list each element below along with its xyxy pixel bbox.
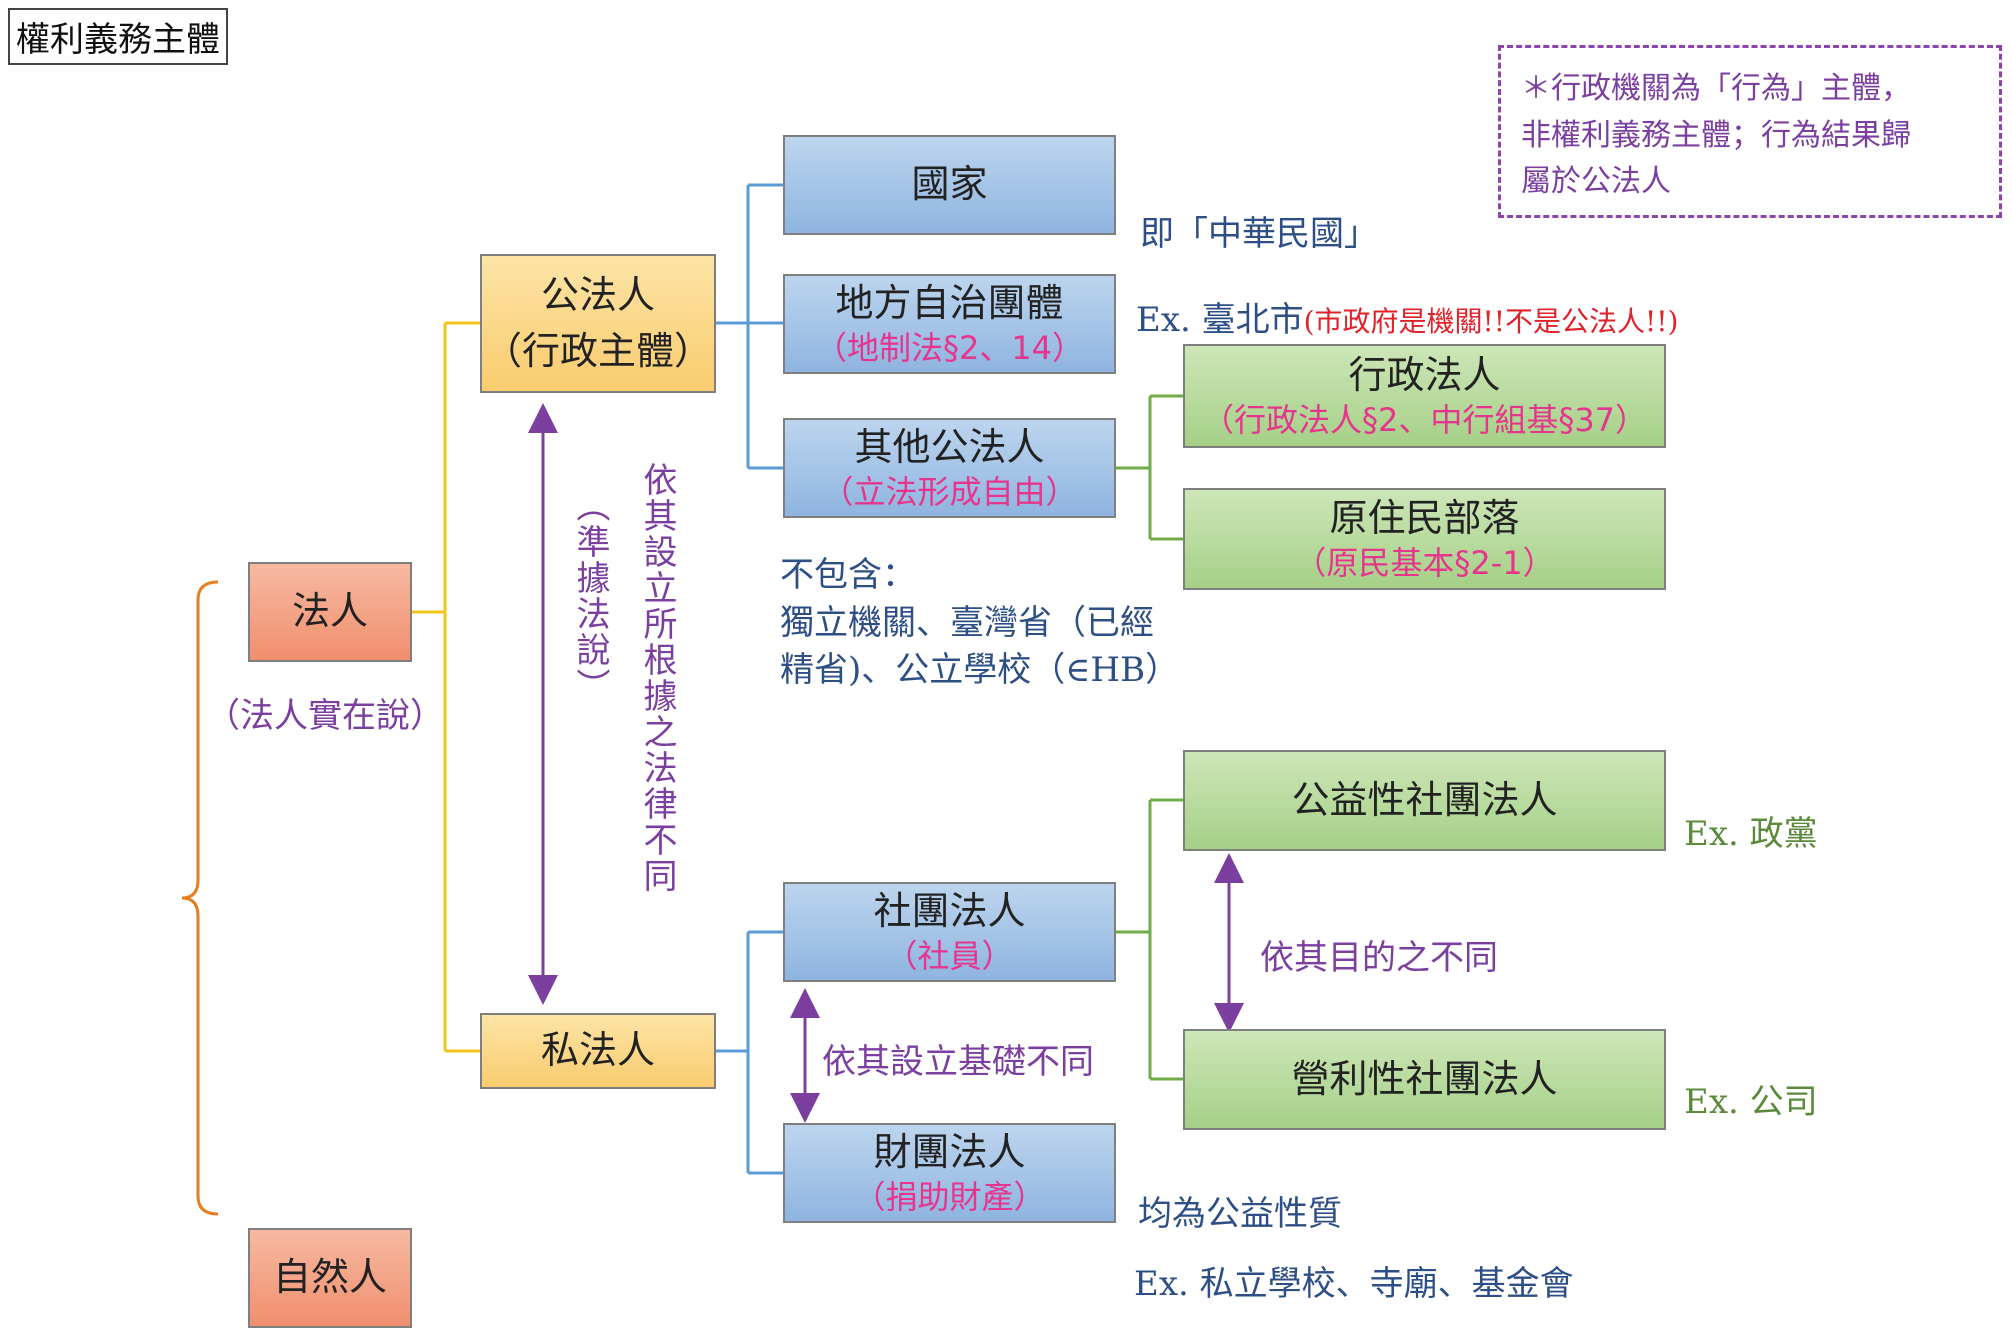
green-connector-assoc	[1116, 798, 1183, 1081]
node-sub: （立法形成自由）	[821, 472, 1078, 511]
pub-pri-basis-label: 依其設立所根據之法律不同	[637, 462, 677, 894]
exclusion-note: 不包含： 獨立機關、臺灣省（已經 精省)、公立學校（∈HB）	[780, 552, 1179, 695]
gold-connector	[412, 321, 480, 1053]
exclusion-line: 不包含：	[780, 555, 916, 595]
node-sub: （原民基本§2-1）	[1294, 543, 1555, 582]
page-title: 權利義務主體	[8, 8, 228, 65]
note-line: 屬於公法人	[1521, 164, 1671, 199]
node-label: 自然人	[272, 1255, 387, 1300]
node-title: 社團法人	[873, 889, 1026, 934]
local-example-text: Ex. 臺北市	[1136, 300, 1304, 340]
node-sub: （行政主體）	[483, 328, 712, 373]
node-label: 私法人	[540, 1028, 655, 1073]
node-title: 原住民部落	[1329, 496, 1520, 541]
node-public-legal-person: 公法人 （行政主體）	[480, 254, 716, 393]
node-title: 其他公法人	[854, 425, 1045, 470]
company-example: Ex. 公司	[1684, 1082, 1818, 1122]
node-sub: （行政法人§2、中行組基§37）	[1201, 400, 1648, 439]
local-example-warning: (市政府是機關!!不是公法人!!)	[1303, 305, 1679, 338]
node-other-public: 其他公法人 （立法形成自由）	[783, 418, 1116, 518]
party-example: Ex. 政黨	[1684, 814, 1818, 854]
node-title: 行政法人	[1348, 353, 1501, 398]
foundation-note: 均為公益性質	[1138, 1194, 1342, 1234]
legal-person-theory: （法人實在說）	[206, 696, 444, 736]
blue-connector-public	[716, 183, 783, 470]
node-label: 營利性社團法人	[1291, 1056, 1558, 1101]
assoc-found-basis-label: 依其設立基礎不同	[822, 1042, 1094, 1082]
local-example: Ex. 臺北市(市政府是機關!!不是公法人!!)	[1136, 292, 1678, 341]
node-local-gov: 地方自治團體 （地制法§2、14）	[783, 274, 1116, 374]
node-sub: （地制法§2、14）	[814, 328, 1085, 367]
node-state: 國家	[783, 135, 1116, 235]
brace	[181, 580, 219, 1216]
node-title: 公法人	[540, 273, 655, 317]
purpose-basis-label: 依其目的之不同	[1260, 938, 1498, 978]
node-private-legal-person: 私法人	[480, 1013, 716, 1089]
note-box: ＊行政機關為「行為」主體， 非權利義務主體；行為結果歸 屬於公法人	[1498, 45, 2002, 218]
note-line: 非權利義務主體；行為結果歸	[1521, 117, 1911, 153]
state-note: 即「中華民國」	[1140, 214, 1378, 254]
blue-connector-private	[716, 930, 783, 1175]
node-legal-person: 法人	[248, 562, 412, 662]
node-public-interest-assoc: 公益性社團法人	[1183, 750, 1666, 851]
node-natural-person: 自然人	[248, 1228, 412, 1328]
node-title: 財團法人	[873, 1130, 1026, 1175]
pub-pri-theory-label: （準據法說）	[570, 488, 610, 704]
node-admin-legal: 行政法人 （行政法人§2、中行組基§37）	[1183, 344, 1666, 448]
green-connector-other	[1116, 394, 1183, 541]
exclusion-line: 精省)、公立學校（∈HB）	[780, 650, 1180, 691]
note-line: ＊行政機關為「行為」主體，	[1521, 71, 1911, 106]
exclusion-line: 獨立機關、臺灣省（已經	[780, 602, 1154, 643]
node-sub: （社員）	[885, 936, 1014, 975]
node-label: 公益性社團法人	[1291, 777, 1558, 822]
node-indigenous: 原住民部落 （原民基本§2-1）	[1183, 488, 1666, 590]
node-association: 社團法人 （社員）	[783, 882, 1116, 982]
node-title: 地方自治團體	[835, 281, 1064, 326]
foundation-example: Ex. 私立學校、寺廟、基金會	[1134, 1264, 1574, 1304]
node-label: 法人	[291, 589, 368, 634]
node-sub: （捐助財產）	[853, 1177, 1046, 1216]
node-profit-assoc: 營利性社團法人	[1183, 1029, 1666, 1130]
node-foundation: 財團法人 （捐助財產）	[783, 1123, 1116, 1223]
node-label: 國家	[911, 162, 988, 207]
